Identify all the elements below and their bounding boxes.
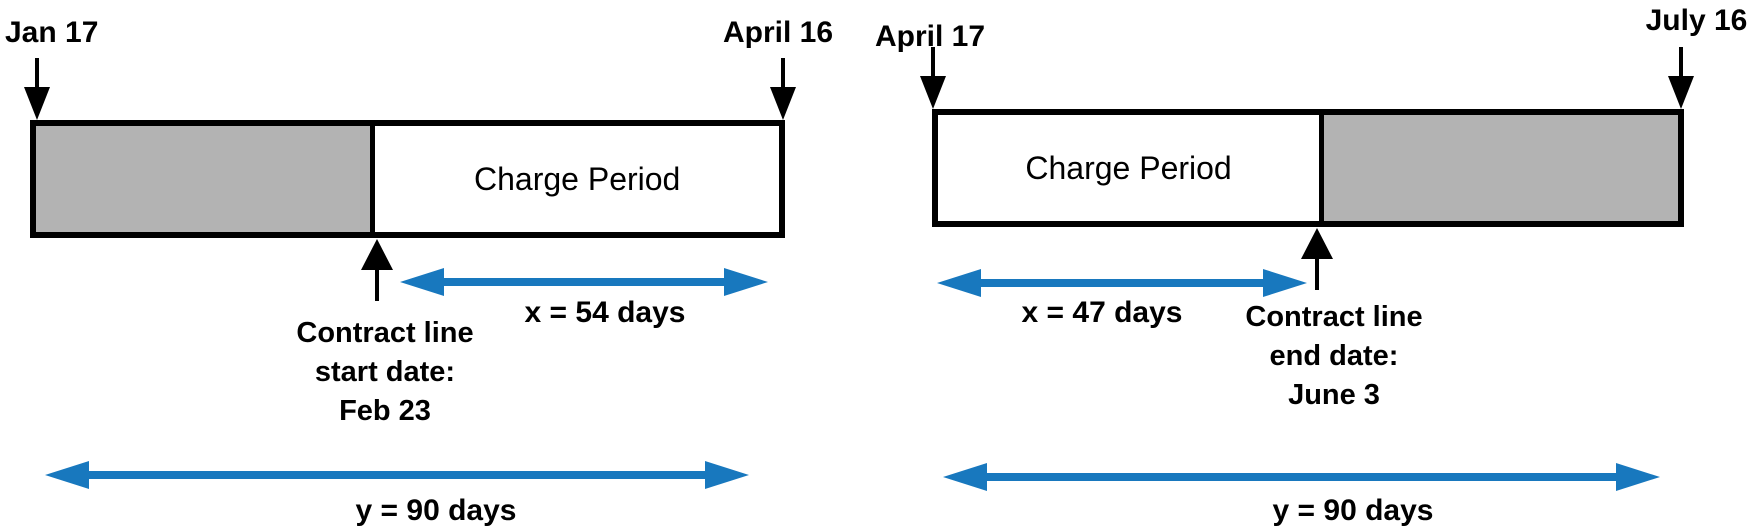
left-contract-marker-arrow-icon (361, 239, 394, 301)
left-y-span-label: y = 90 days (355, 494, 517, 527)
right-x-span-arrow-icon (937, 269, 1307, 297)
left-charge-period-label: Charge Period (474, 160, 681, 197)
right-timeline-bar: Charge Period (932, 109, 1684, 227)
right-period-end-date-label: July 16 (1645, 4, 1748, 37)
right-contract-note-line2: end date: (1269, 340, 1399, 372)
left-charge-segment: Charge Period (370, 126, 779, 232)
right-contract-marker-arrow-icon (1301, 228, 1334, 290)
right-x-span-label: x = 47 days (1021, 296, 1183, 329)
arrow-right-head-icon (1616, 463, 1660, 491)
right-charge-segment: Charge Period (938, 115, 1320, 221)
left-end-marker-arrow-icon (770, 58, 796, 120)
arrow-right-head-icon (724, 268, 768, 296)
left-timeline-bar: Charge Period (30, 120, 785, 238)
right-end-marker-arrow-icon (1668, 47, 1694, 109)
right-charge-period-label: Charge Period (1025, 149, 1232, 186)
arrow-right-head-icon (1263, 269, 1307, 297)
left-contract-note-line1: Contract line (296, 317, 474, 349)
right-start-marker-arrow-icon (920, 47, 946, 109)
left-contract-note: Contract line start date: Feb 23 (265, 314, 505, 431)
left-y-span-arrow-icon (45, 461, 749, 489)
right-y-span-label: y = 90 days (1272, 494, 1434, 527)
right-non-charge-segment (1319, 115, 1678, 221)
left-x-span-arrow-icon (400, 268, 768, 296)
arrow-right-head-icon (705, 461, 749, 489)
left-x-span-label: x = 54 days (524, 296, 686, 329)
right-y-span-arrow-icon (943, 463, 1660, 491)
left-period-end-date-label: April 16 (722, 16, 834, 49)
right-contract-note: Contract line end date: June 3 (1214, 298, 1454, 415)
left-period-start-date-label: Jan 17 (5, 16, 99, 49)
left-start-marker-arrow-icon (24, 58, 50, 120)
left-contract-note-line3: Feb 23 (339, 395, 431, 427)
right-period-start-date-label: April 17 (875, 20, 986, 53)
left-contract-note-line2: start date: (314, 356, 456, 388)
right-contract-note-line1: Contract line (1245, 301, 1423, 333)
left-non-charge-segment (36, 126, 371, 232)
right-contract-note-line3: June 3 (1288, 379, 1380, 411)
